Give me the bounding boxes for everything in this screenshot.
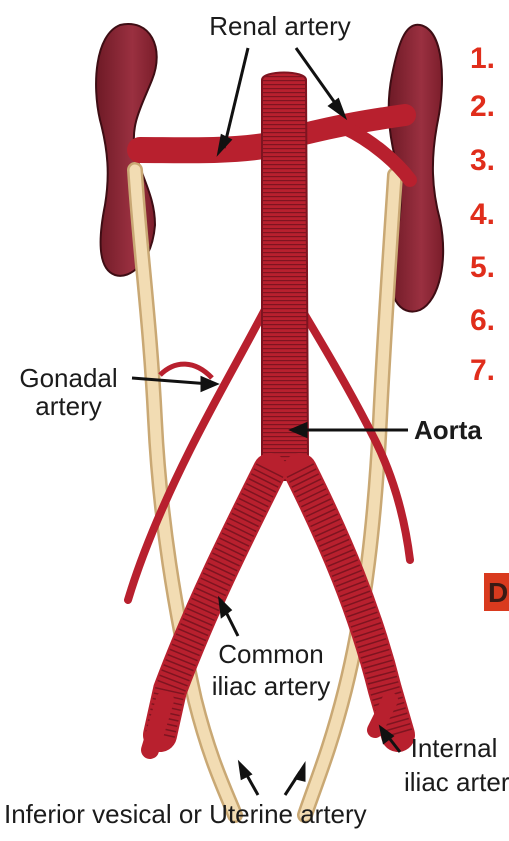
list-number-4: 4. [470,200,495,230]
edge-letter: D [488,577,508,609]
list-number-2: 2. [470,92,495,122]
left-ureteric-branch [160,364,212,378]
aorta-shape [262,73,308,481]
list-number-7: 7. [470,356,495,386]
list-number-1: 1. [470,44,495,74]
label-gonadal-artery-line1: Gonadal [6,364,131,392]
label-internal-iliac-line1: Internal [404,734,504,762]
left-renal-artery [140,145,270,150]
list-number-3: 3. [470,146,495,176]
label-common-iliac-line1: Common [196,640,346,668]
label-renal-artery: Renal artery [190,12,370,40]
label-inferior-vesical: Inferior vesical or Uterine artery [4,800,367,828]
label-aorta: Aorta [414,416,482,444]
label-common-iliac-line2: iliac artery [196,672,346,700]
label-internal-iliac-line2: iliac artery [404,768,508,796]
list-number-6: 6. [470,306,495,336]
list-number-5: 5. [470,253,495,283]
label-gonadal-artery-line2: artery [6,392,131,420]
